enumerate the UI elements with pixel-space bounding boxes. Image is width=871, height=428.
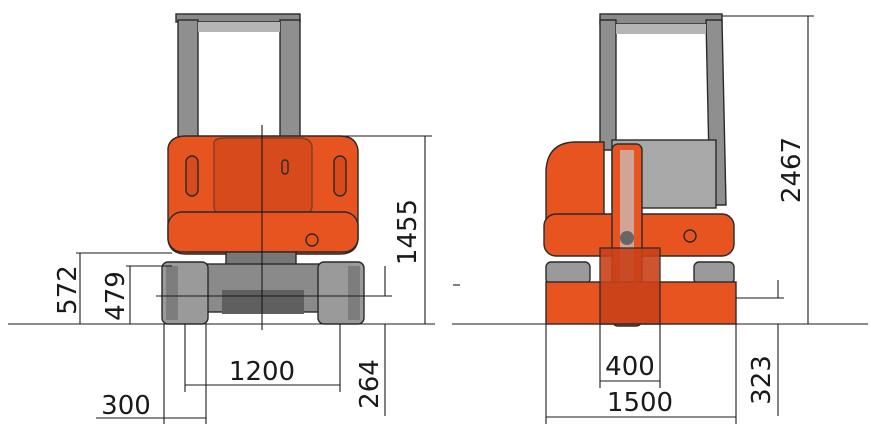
- dim-overall-height: 1455: [393, 199, 423, 265]
- dim-track-width: 300: [101, 391, 151, 421]
- dim-boom-width: 400: [605, 352, 655, 382]
- front-view-machine: [452, 13, 868, 327]
- front-dimensions: 2467 323 400 1500: [545, 15, 814, 424]
- dim-cab-height: 2467: [777, 137, 807, 203]
- rear-view-machine: [8, 13, 435, 330]
- dim-blade-height: 323: [747, 355, 777, 405]
- rear-upper-body: [167, 135, 359, 255]
- dim-blade-width: 1500: [607, 388, 673, 418]
- dim-lower-clearance: 479: [101, 271, 131, 321]
- front-blade: [545, 247, 737, 325]
- rear-canopy: [175, 13, 301, 145]
- front-body: [543, 141, 735, 257]
- rear-dimensions: 1455 572 479 264 1200 300: [53, 135, 432, 424]
- rear-undercarriage: [161, 251, 365, 325]
- dim-track-gauge: 1200: [229, 357, 295, 387]
- dim-ground-clearance: 264: [355, 359, 385, 409]
- dim-upper-clearance: 572: [53, 265, 83, 315]
